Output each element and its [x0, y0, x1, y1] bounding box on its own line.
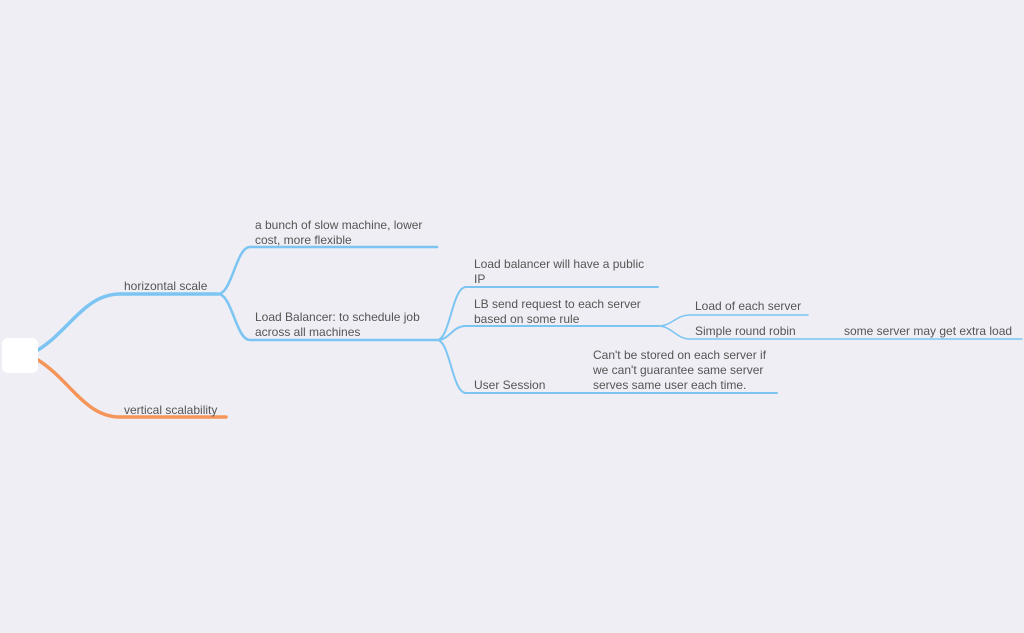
edge-horizontal-slow-machines: [216, 245, 439, 296]
edge-root-vertical: [36, 358, 228, 419]
edge-lb-send-request: [436, 325, 659, 341]
edge-send-load-of-each: [657, 314, 809, 327]
node-slow-machines[interactable]: a bunch of slow machine, lower cost, mor…: [255, 218, 423, 247]
edge-horizontal-load-balancer: [216, 292, 439, 342]
node-load-of-each-server[interactable]: Load of each server: [695, 299, 802, 313]
edge-lb-user-session: [436, 339, 778, 394]
root-node[interactable]: [2, 338, 38, 373]
node-session-note[interactable]: Can't be stored on each server if we can…: [593, 348, 767, 392]
node-round-robin[interactable]: Simple round robin: [695, 324, 796, 338]
node-public-ip[interactable]: Load balancer will have a public IP: [474, 257, 645, 286]
node-vertical-scalability[interactable]: vertical scalability: [124, 403, 218, 417]
node-lb-send-request[interactable]: LB send request to each server based on …: [474, 297, 641, 326]
node-load-balancer[interactable]: Load Balancer: to schedule job across al…: [255, 310, 420, 339]
node-user-session[interactable]: User Session: [474, 378, 546, 392]
edge-root-horizontal: [36, 292, 220, 352]
edge-lb-public-ip: [436, 286, 659, 341]
node-horizontal-scale[interactable]: horizontal scale: [124, 279, 208, 293]
edge-send-round-robin: [657, 325, 1023, 340]
node-extra-load[interactable]: some server may get extra load: [844, 324, 1013, 338]
